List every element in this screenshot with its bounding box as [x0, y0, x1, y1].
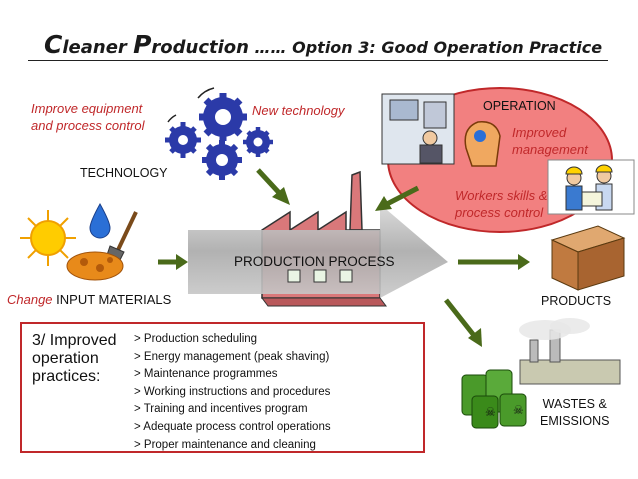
toxic-barrels-icon: ☠ ☠: [461, 369, 527, 429]
title-word-roduction: roduction: [151, 37, 249, 58]
practices-title-line-3: practices:: [32, 368, 101, 385]
practice-item: > Working instructions and procedures: [134, 385, 331, 398]
factory-windows: [287, 269, 353, 283]
input-materials-label: Change INPUT MATERIALS: [7, 292, 171, 307]
production-process-label: PRODUCTION PROCESS: [234, 254, 395, 269]
title-divider: [28, 60, 608, 61]
improved-line-1: Improved: [512, 125, 567, 140]
gears-icon: [165, 87, 273, 180]
practices-box: 3/ Improved operation practices: > Produ…: [20, 322, 425, 453]
fist-icon: [464, 121, 501, 167]
new-technology-label: New technology: [252, 103, 345, 118]
change-word: Change: [7, 292, 53, 307]
svg-text:☠: ☠: [513, 403, 524, 417]
workers-line-1: Workers skills &: [455, 188, 548, 203]
ore-shovel-icon: [66, 211, 138, 281]
improve-line-1: Improve equipment: [31, 101, 143, 116]
practice-item: > Production scheduling: [134, 333, 258, 345]
waste-plant-icon: [519, 318, 621, 385]
practices-title-line-1: 3/ Improved: [32, 332, 117, 349]
water-drop-icon: [89, 202, 111, 239]
practices-box-title: 3/ Improved operation practices:: [32, 332, 116, 386]
practices-title-line-2: operation: [32, 350, 99, 367]
workers-icon: [547, 159, 635, 215]
workers-skills-label: Workers skills & process control: [455, 187, 547, 221]
title-initial-p: P: [133, 30, 152, 59]
flow-arrows: [158, 168, 530, 347]
office-worker-icon: [381, 93, 455, 165]
title-word-leaner: leaner: [62, 37, 134, 58]
title-subtitle: …… Option 3: Good Operation Practice: [248, 38, 603, 57]
improve-equipment-label: Improve equipment and process control: [31, 100, 144, 134]
practice-item: > Training and incentives program: [134, 403, 308, 416]
svg-text:☠: ☠: [485, 405, 496, 419]
improved-line-2: management: [512, 142, 588, 157]
improve-line-2: and process control: [31, 118, 145, 133]
sun-icon: [20, 210, 76, 266]
wastes-line-1: WASTES &: [542, 397, 607, 411]
practice-item: > Energy management (peak shaving): [134, 350, 330, 363]
operation-label: OPERATION: [483, 99, 556, 113]
practice-item: > Proper maintenance and cleaning: [134, 438, 316, 451]
product-box-icon: [550, 225, 626, 291]
improved-management-label: Improved management: [512, 124, 588, 158]
practice-item: > Maintenance programmes: [134, 368, 278, 381]
input-materials-text: INPUT MATERIALS: [56, 292, 172, 307]
practices-list: > Production scheduling > Energy managem…: [134, 331, 331, 454]
practice-item: > Adequate process control operations: [134, 420, 331, 433]
wastes-line-2: EMISSIONS: [540, 414, 610, 428]
production-arrow: [188, 204, 448, 298]
page-title: Cleaner Production …… Option 3: Good Ope…: [44, 30, 602, 59]
products-label: PRODUCTS: [541, 294, 612, 308]
workers-line-2: process control: [455, 205, 544, 220]
technology-label: TECHNOLOGY: [80, 166, 168, 180]
wastes-emissions-label: WASTES & EMISSIONS: [540, 396, 609, 430]
title-initial-c: C: [44, 30, 63, 59]
